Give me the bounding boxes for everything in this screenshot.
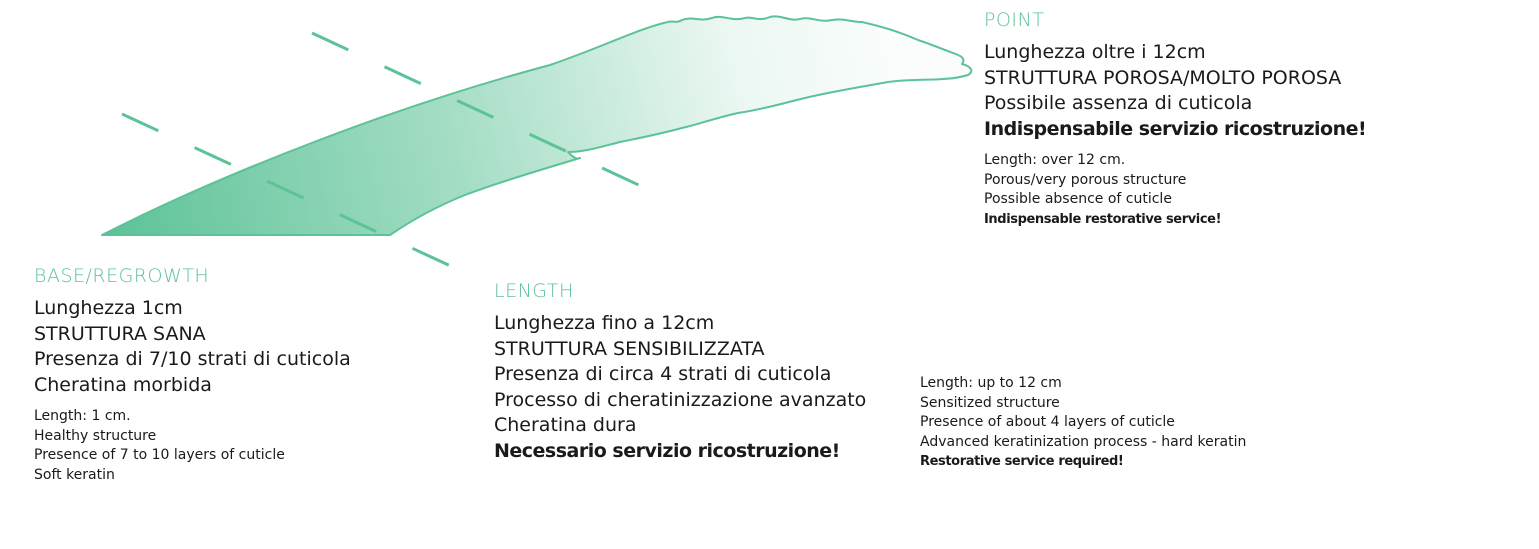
length-section: LENGTH Lunghezza fino a 12cm STRUTTURA S… bbox=[494, 279, 866, 464]
base-en-cuticle: Presence of 7 to 10 layers of cuticle bbox=[34, 447, 285, 463]
length-it-cuticle: Presenza di circa 4 strati di cuticola bbox=[494, 363, 832, 385]
point-title: POINT bbox=[984, 9, 1045, 31]
length-it-list: Lunghezza fino a 12cm STRUTTURA SENSIBIL… bbox=[494, 311, 866, 464]
base-it-length: Lunghezza 1cm bbox=[34, 297, 183, 319]
divider-line-base bbox=[121, 112, 456, 270]
point-en-length: Length: over 12 cm. bbox=[984, 152, 1126, 168]
length-it-process: Processo di cheratinizzazione avanzato bbox=[494, 388, 867, 411]
base-it-cuticle: Presenza di 7/10 strati di cuticola bbox=[34, 348, 351, 370]
length-title: LENGTH bbox=[494, 280, 574, 302]
base-section: BASE/REGROWTH Lunghezza 1cm STRUTTURA SA… bbox=[34, 264, 351, 485]
point-it-length: Lunghezza oltre i 12cm bbox=[984, 41, 1206, 63]
base-en-list: Length: 1 cm. Healthy structure Presence… bbox=[34, 407, 351, 485]
length-en-process: Advanced keratinization process - hard k… bbox=[920, 433, 1247, 450]
length-en-section: Length: up to 12 cm Sensitized structure… bbox=[920, 374, 1246, 472]
base-it-keratin: Cheratina morbida bbox=[34, 373, 212, 396]
length-en-length: Length: up to 12 cm bbox=[920, 375, 1062, 391]
length-en-structure: Sensitized structure bbox=[920, 394, 1060, 411]
point-it-service: Indispensabile servizio ricostruzione! bbox=[984, 117, 1367, 140]
length-en-service: Restorative service required! bbox=[920, 454, 1124, 469]
length-it-keratin: Cheratina dura bbox=[494, 414, 637, 436]
length-it-length: Lunghezza fino a 12cm bbox=[494, 312, 715, 334]
length-it-service: Necessario servizio ricostruzione! bbox=[494, 439, 840, 462]
point-it-cuticle: Possibile assenza di cuticola bbox=[984, 92, 1253, 114]
base-en-length: Length: 1 cm. bbox=[34, 408, 131, 424]
point-en-cuticle: Possible absence of cuticle bbox=[984, 191, 1172, 207]
base-en-structure: Healthy structure bbox=[34, 427, 157, 444]
point-section: POINT Lunghezza oltre i 12cm STRUTTURA P… bbox=[984, 8, 1367, 229]
base-it-structure: STRUTTURA SANA bbox=[34, 322, 206, 345]
base-title: BASE/REGROWTH bbox=[34, 265, 210, 287]
base-it-list: Lunghezza 1cm STRUTTURA SANA Presenza di… bbox=[34, 296, 351, 398]
point-it-structure: STRUTTURA POROSA/MOLTO POROSA bbox=[984, 66, 1342, 89]
hair-strand-shape bbox=[101, 15, 973, 236]
length-it-structure: STRUTTURA SENSIBILIZZATA bbox=[494, 337, 765, 360]
point-en-list: Length: over 12 cm. Porous/very porous s… bbox=[984, 151, 1366, 229]
divider-line-point bbox=[311, 31, 644, 189]
point-it-list: Lunghezza oltre i 12cm STRUTTURA POROSA/… bbox=[984, 40, 1367, 142]
length-en-cuticle: Presence of about 4 layers of cuticle bbox=[920, 414, 1175, 430]
point-en-structure: Porous/very porous structure bbox=[984, 171, 1187, 188]
point-en-service: Indispensable restorative service! bbox=[984, 211, 1222, 227]
base-en-keratin: Soft keratin bbox=[34, 466, 115, 483]
